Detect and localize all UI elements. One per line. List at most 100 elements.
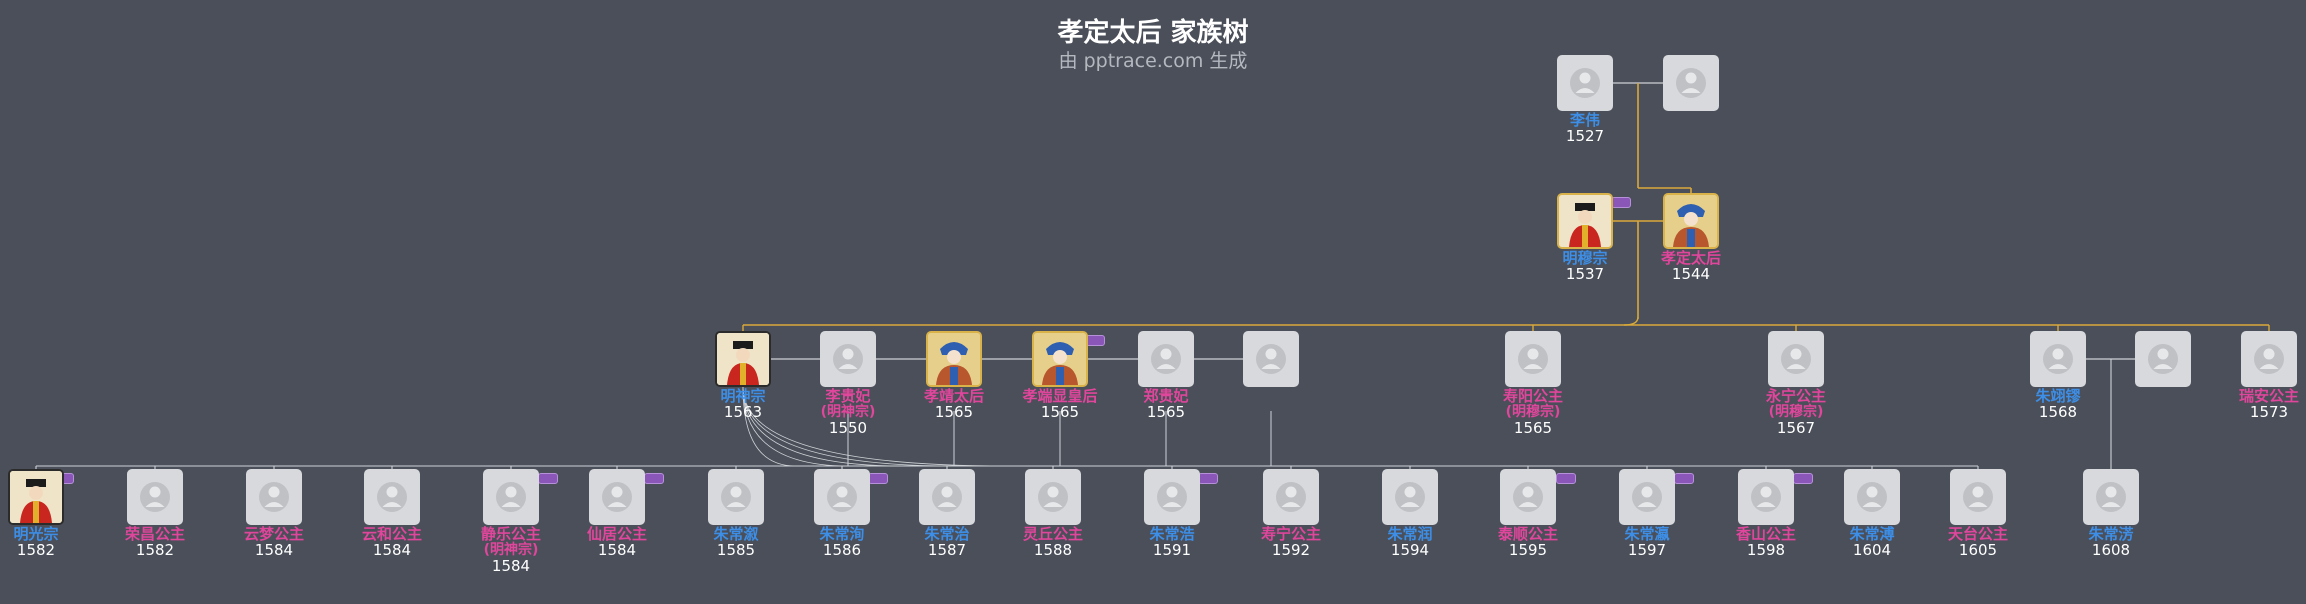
person-birth-year: 1584 <box>372 541 412 559</box>
person-name[interactable]: 灵丘公主 <box>1022 525 1083 543</box>
person-name[interactable]: 朱常洵 <box>819 525 865 543</box>
person-silhouette-icon[interactable] <box>589 469 645 525</box>
person-silhouette-icon[interactable] <box>1738 469 1794 525</box>
person-silhouette-icon[interactable] <box>127 469 183 525</box>
person-name[interactable]: 寿阳公主 <box>1502 387 1563 405</box>
person-name[interactable]: 瑞安公主 <box>2238 387 2299 405</box>
person-name[interactable]: 寿宁公主 <box>1260 525 1321 543</box>
person-spouse-note: (明神宗) <box>483 542 539 558</box>
person-birth-year: 1565 <box>934 403 974 421</box>
person-silhouette-icon[interactable] <box>814 469 870 525</box>
person-name[interactable]: 荣昌公主 <box>124 525 185 543</box>
marriage-badge-icon[interactable] <box>1674 473 1694 484</box>
person-name[interactable]: 云和公主 <box>361 525 422 543</box>
marriage-badge-icon[interactable] <box>1556 473 1576 484</box>
person-silhouette-icon[interactable] <box>1243 331 1299 387</box>
person-name[interactable]: 郑贵妃 <box>1143 387 1189 405</box>
person-birth-year: 1527 <box>1565 127 1605 145</box>
person-birth-year: 1567 <box>1776 419 1816 437</box>
person-silhouette-icon[interactable] <box>364 469 420 525</box>
person-silhouette-icon[interactable] <box>1382 469 1438 525</box>
person-silhouette-icon[interactable] <box>1557 55 1613 111</box>
person-birth-year: 1584 <box>491 557 531 575</box>
person-silhouette-icon[interactable] <box>1663 55 1719 111</box>
person-name[interactable]: 朱翊镠 <box>2035 387 2081 405</box>
person-name[interactable]: 明神宗 <box>720 387 766 405</box>
marriage-badge-icon[interactable] <box>644 473 664 484</box>
person-name[interactable]: 朱常浩 <box>1149 525 1195 543</box>
person-silhouette-icon[interactable] <box>1950 469 2006 525</box>
person-name[interactable]: 香山公主 <box>1735 525 1796 543</box>
person-silhouette-icon[interactable] <box>246 469 302 525</box>
person-name[interactable]: 明穆宗 <box>1562 249 1608 267</box>
person-name[interactable]: 朱常淓 <box>2088 525 2134 543</box>
portrait-icon[interactable] <box>1032 331 1088 387</box>
portrait-icon[interactable] <box>715 331 771 387</box>
person-name[interactable]: 朱常治 <box>924 525 970 543</box>
person-name[interactable]: 孝靖太后 <box>923 387 984 405</box>
person-silhouette-icon[interactable] <box>708 469 764 525</box>
person-birth-year: 1550 <box>828 419 868 437</box>
person-birth-year: 1573 <box>2249 403 2289 421</box>
person-birth-year: 1582 <box>135 541 175 559</box>
portrait-icon[interactable] <box>926 331 982 387</box>
person-silhouette-icon[interactable] <box>820 331 876 387</box>
person-name[interactable]: 仙居公主 <box>586 525 647 543</box>
person-silhouette-icon[interactable] <box>1500 469 1556 525</box>
marriage-badge-icon[interactable] <box>1793 473 1813 484</box>
person-name[interactable]: 朱常瀛 <box>1624 525 1670 543</box>
person-name[interactable]: 明光宗 <box>13 525 59 543</box>
person-silhouette-icon[interactable] <box>919 469 975 525</box>
parent-curve <box>742 386 902 467</box>
person-name[interactable]: 云梦公主 <box>243 525 304 543</box>
person-name[interactable]: 天台公主 <box>1947 525 2008 543</box>
person-name[interactable]: 李伟 <box>1569 111 1600 129</box>
person-silhouette-icon[interactable] <box>1263 469 1319 525</box>
person-birth-year: 1608 <box>2091 541 2131 559</box>
person-name[interactable]: 永宁公主 <box>1765 387 1826 405</box>
person-name[interactable]: 朱常溆 <box>713 525 759 543</box>
person-silhouette-icon[interactable] <box>1619 469 1675 525</box>
person-name[interactable]: 李贵妃 <box>825 387 871 405</box>
person-name[interactable]: 静乐公主 <box>480 525 541 543</box>
person-silhouette-icon[interactable] <box>1138 331 1194 387</box>
person-birth-year: 1568 <box>2038 403 2078 421</box>
person-silhouette-icon[interactable] <box>1844 469 1900 525</box>
person-silhouette-icon[interactable] <box>1505 331 1561 387</box>
person-birth-year: 1604 <box>1852 541 1892 559</box>
person-silhouette-icon[interactable] <box>1768 331 1824 387</box>
person-birth-year: 1584 <box>597 541 637 559</box>
marriage-badge-icon[interactable] <box>1198 473 1218 484</box>
person-silhouette-icon[interactable] <box>2030 331 2086 387</box>
person-name[interactable]: 朱常润 <box>1387 525 1433 543</box>
parent-curve <box>742 386 849 467</box>
portrait-icon[interactable] <box>1663 193 1719 249</box>
portrait-icon[interactable] <box>8 469 64 525</box>
marriage-badge-icon[interactable] <box>1085 335 1105 346</box>
marriage-badge-icon[interactable] <box>538 473 558 484</box>
person-birth-year: 1544 <box>1671 265 1711 283</box>
person-spouse-note: (明神宗) <box>820 404 876 420</box>
person-birth-year: 1565 <box>1040 403 1080 421</box>
parent-curve <box>742 386 1008 467</box>
portrait-icon[interactable] <box>1557 193 1613 249</box>
person-birth-year: 1605 <box>1958 541 1998 559</box>
person-silhouette-icon[interactable] <box>2241 331 2297 387</box>
person-name[interactable]: 朱常溥 <box>1849 525 1895 543</box>
person-name[interactable]: 孝定太后 <box>1660 249 1721 267</box>
person-birth-year: 1565 <box>1513 419 1553 437</box>
person-silhouette-icon[interactable] <box>1144 469 1200 525</box>
marriage-badge-icon[interactable] <box>1611 197 1631 208</box>
person-birth-year: 1537 <box>1565 265 1605 283</box>
person-birth-year: 1597 <box>1627 541 1667 559</box>
person-silhouette-icon[interactable] <box>483 469 539 525</box>
person-birth-year: 1563 <box>723 403 763 421</box>
person-silhouette-icon[interactable] <box>2135 331 2191 387</box>
person-name[interactable]: 泰顺公主 <box>1497 525 1558 543</box>
person-name[interactable]: 孝端显皇后 <box>1022 387 1098 405</box>
person-silhouette-icon[interactable] <box>2083 469 2139 525</box>
parent-curve <box>742 386 955 467</box>
person-silhouette-icon[interactable] <box>1025 469 1081 525</box>
marriage-badge-icon[interactable] <box>868 473 888 484</box>
